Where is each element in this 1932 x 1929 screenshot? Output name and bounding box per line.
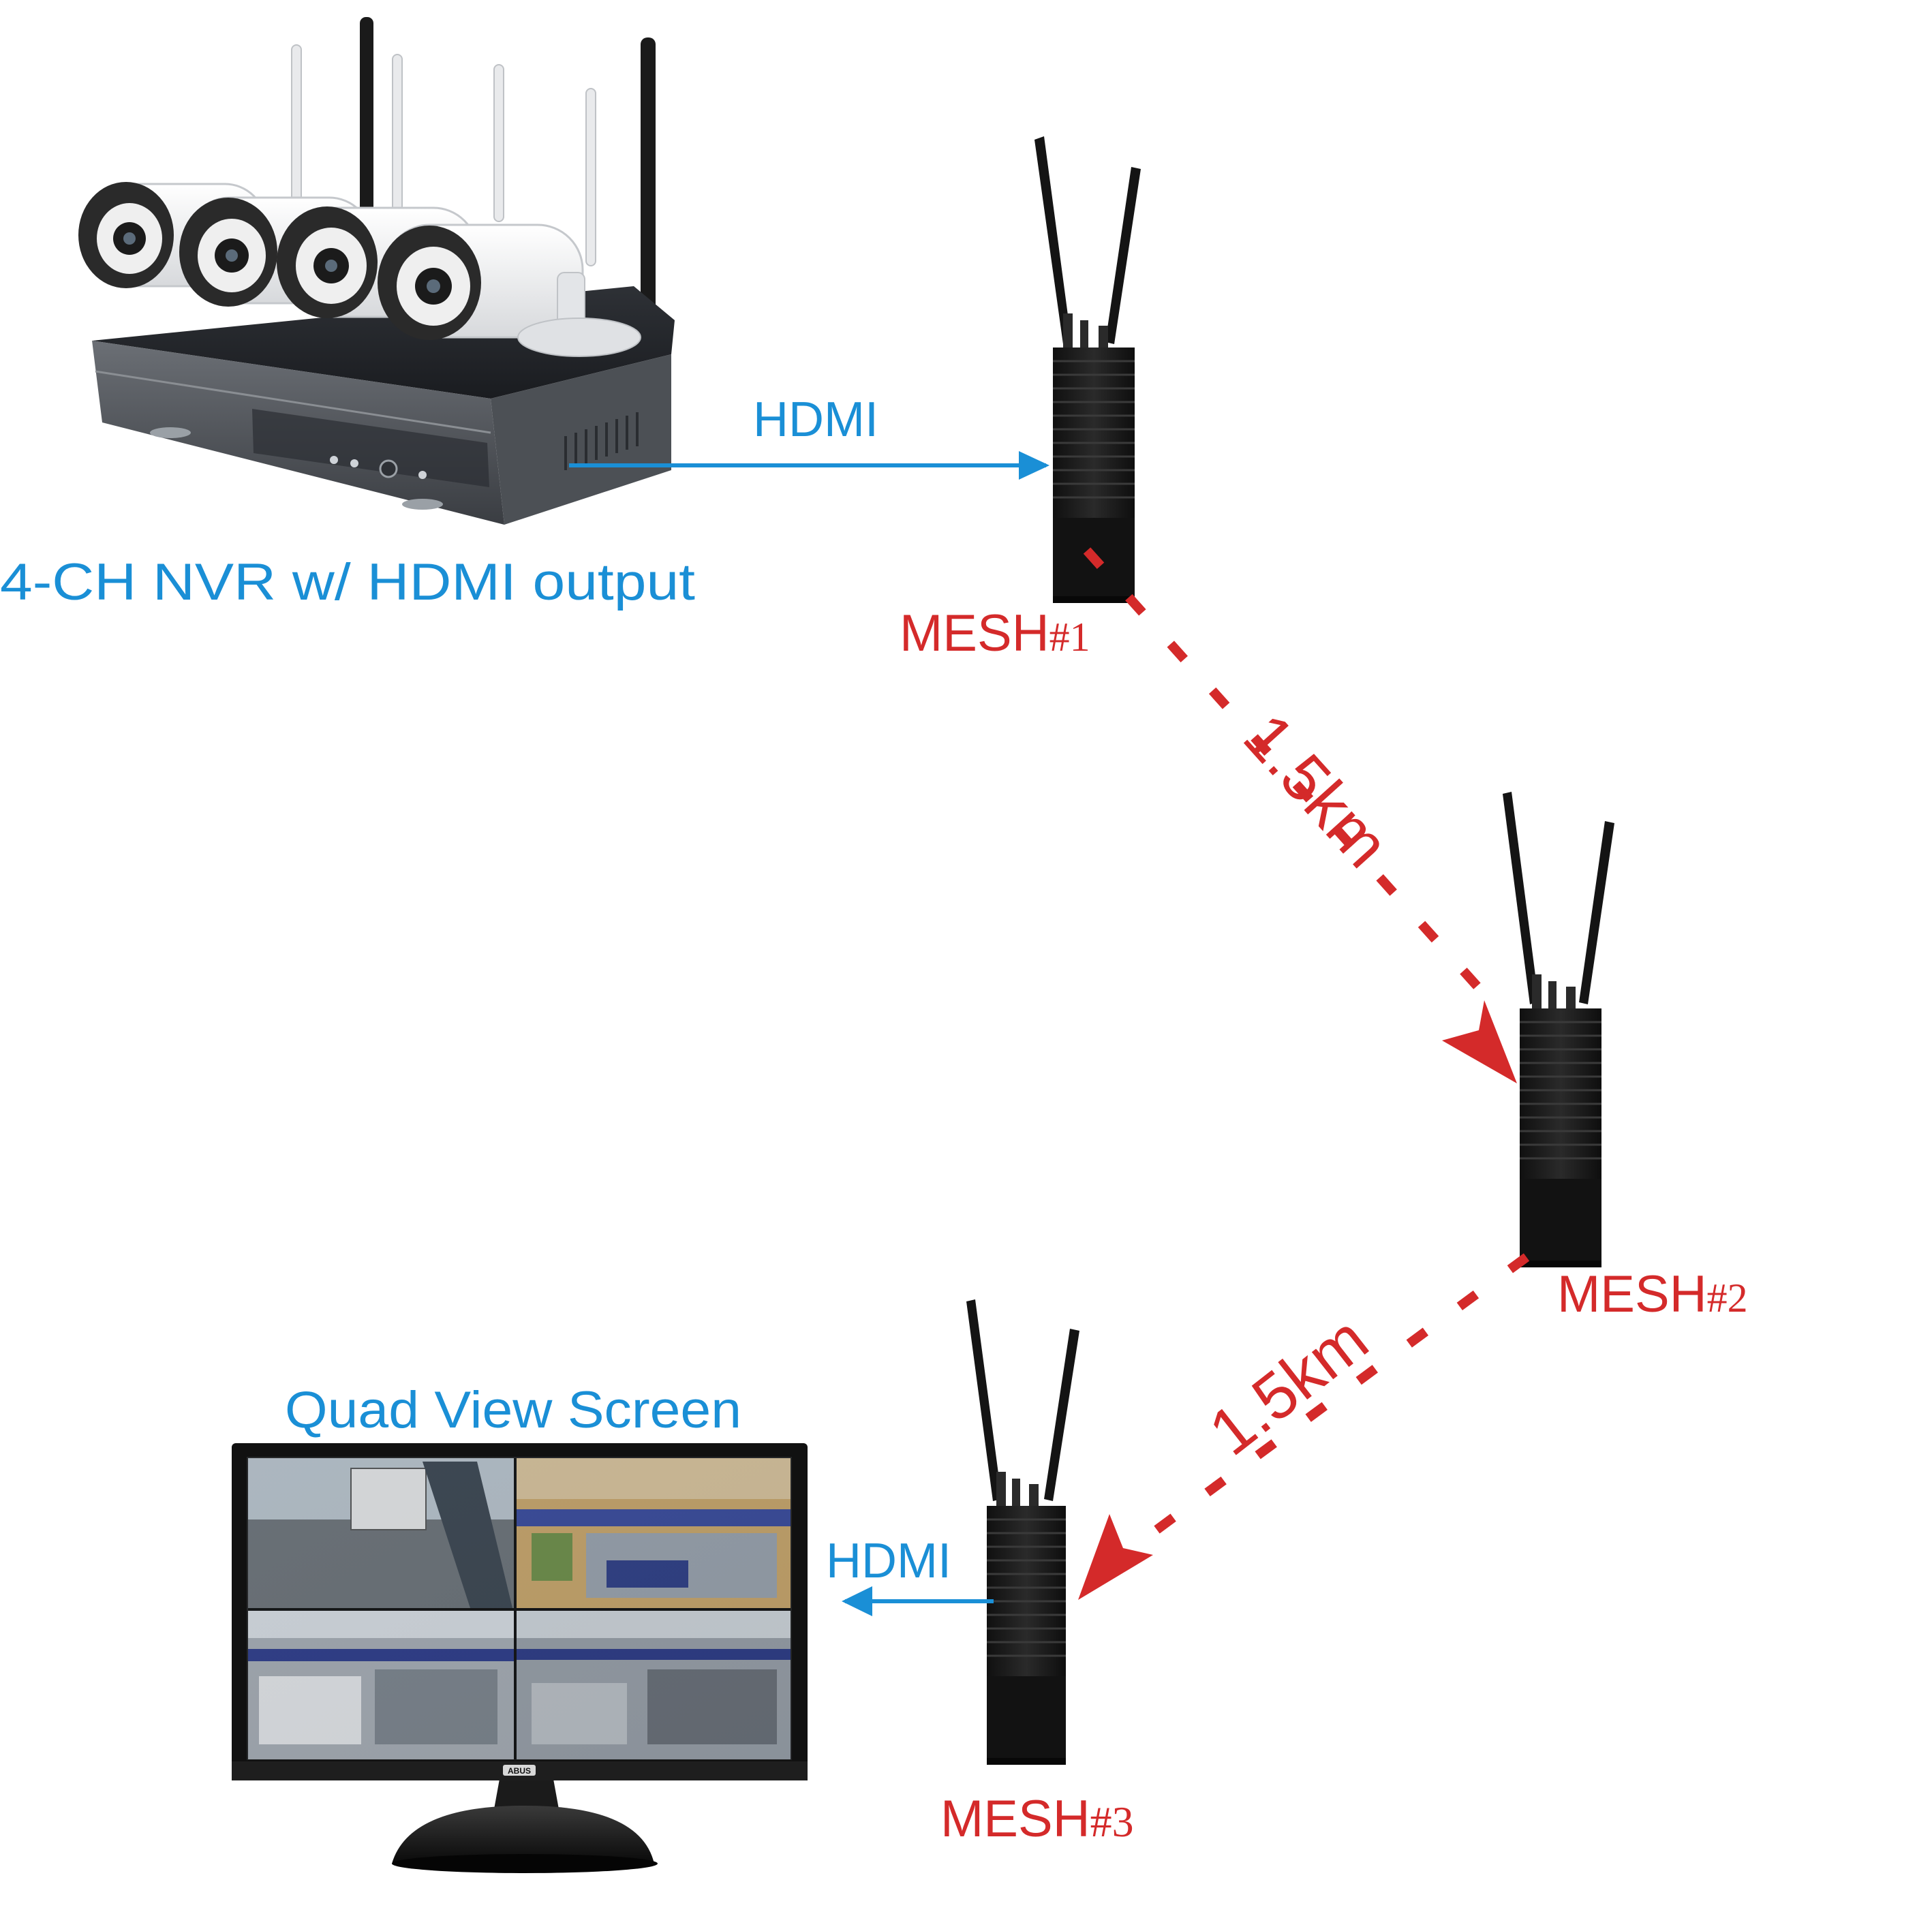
monitor-title: Quad View Screen <box>285 1381 741 1439</box>
hdmi-link-mesh3-to-monitor <box>842 1586 994 1616</box>
wireless-arrow-head-1 <box>1442 1000 1517 1083</box>
wireless-link-mesh1-to-mesh2 <box>1083 547 1517 1083</box>
wireless-distance-2-3: 1.5km <box>1196 1302 1381 1469</box>
mesh-node-3-label: MESH#3 <box>940 1790 1134 1848</box>
mesh-node-1-label: MESH#1 <box>900 604 1090 662</box>
nvr-with-wifi-cameras-icon <box>78 17 675 525</box>
wireless-link-mesh2-to-mesh3 <box>1078 1253 1530 1600</box>
mesh-node-2-device <box>1503 792 1614 1267</box>
wireless-distance-1-2: 1.5km <box>1229 700 1402 881</box>
mesh-node-2-label-number: #2 <box>1707 1276 1748 1321</box>
mesh-node-3-device <box>966 1299 1079 1765</box>
mesh-node-1-label-prefix: MESH <box>900 604 1049 662</box>
mesh-node-2-label: MESH#2 <box>1557 1265 1748 1323</box>
mesh-node-3-label-number: #3 <box>1090 1797 1134 1846</box>
hdmi-link-nvr-to-mesh1 <box>569 451 1049 480</box>
wireless-arrow-head-2 <box>1078 1514 1153 1600</box>
quad-view-monitor-icon: ABUS <box>232 1443 808 1873</box>
hdmi-in-label: HDMI <box>753 392 878 447</box>
hdmi-out-label: HDMI <box>826 1534 951 1588</box>
nvr-label: 4-CH NVR w/ HDMI output <box>0 553 695 611</box>
mesh-node-3-label-prefix: MESH <box>940 1790 1090 1848</box>
mesh-node-2-label-prefix: MESH <box>1557 1265 1707 1323</box>
monitor-brand-logo: ABUS <box>508 1766 531 1776</box>
mesh-node-1-label-number: #1 <box>1049 615 1090 660</box>
mesh-node-1-device <box>1034 136 1141 603</box>
